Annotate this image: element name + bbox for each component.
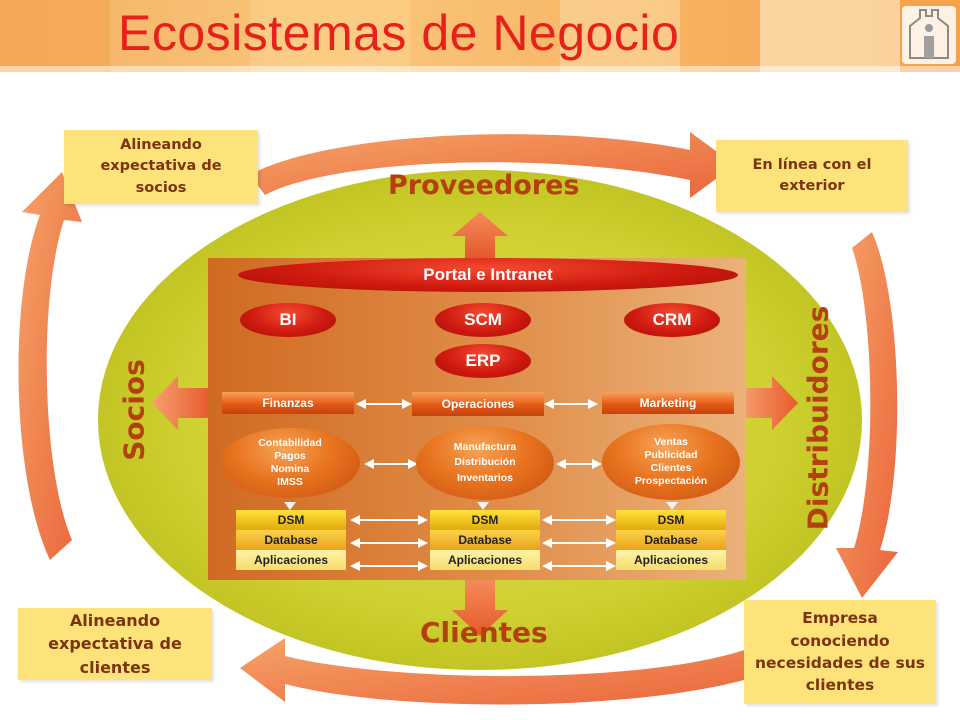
system-bi: BI (240, 303, 336, 337)
note-bottom-left-line-1: Alineando (69, 611, 161, 631)
label-distribuidores: Distribuidores (801, 305, 835, 531)
note-top-right-line-1: En línea con el (752, 156, 872, 173)
process-marketing: Ventas Publicidad Clientes Prospectación (602, 424, 740, 500)
dept-operaciones: Operaciones (412, 392, 544, 416)
process-finanzas-item: Pagos (274, 449, 306, 462)
note-bottom-right-line-4: clientes (805, 676, 875, 695)
process-marketing-item: Publicidad (644, 448, 698, 461)
header-band (0, 0, 960, 72)
arrow-up-proveedores (452, 212, 508, 258)
stack-database: Database (616, 530, 726, 550)
note-top-right: En línea con el exterior (716, 140, 908, 212)
stack-aplicaciones: Aplicaciones (430, 550, 540, 570)
connectors (350, 399, 616, 571)
system-scm: SCM (435, 303, 531, 337)
note-bottom-left-line-3: clientes (79, 657, 151, 677)
stack-dsm: DSM (236, 510, 346, 530)
note-bottom-right-line-2: conociendo (790, 631, 890, 650)
note-bottom-left-line-2: expectativa de (48, 634, 182, 654)
process-finanzas-item: Nomina (270, 463, 310, 475)
note-bottom-left: Alineando expectativa de clientes (18, 608, 212, 680)
note-top-right-line-2: exterior (779, 178, 845, 194)
process-operaciones-item: Manufactura (453, 441, 517, 454)
stack-database: Database (430, 530, 540, 550)
system-erp: ERP (435, 344, 531, 378)
stack-marketing: DSM Database Aplicaciones (616, 510, 726, 570)
process-marketing-item: Prospectación (634, 475, 708, 488)
outward-arrows (152, 212, 798, 636)
cycle-arrows (18, 132, 898, 705)
label-proveedores: Proveedores (388, 170, 580, 201)
process-finanzas: Contabilidad Pagos Nomina IMSS (220, 428, 360, 498)
dept-marketing: Marketing (602, 392, 734, 414)
institution-logo (902, 6, 956, 64)
arrow-left-socios (152, 376, 210, 430)
stack-database: Database (236, 530, 346, 550)
portal-intranet: Portal e Intranet (238, 258, 738, 292)
stack-dsm: DSM (430, 510, 540, 530)
stack-aplicaciones: Aplicaciones (616, 550, 726, 570)
dept-finanzas: Finanzas (222, 392, 354, 414)
note-top-left-line-3: socios (135, 179, 187, 196)
stack-aplicaciones: Aplicaciones (236, 550, 346, 570)
note-top-left-line-1: Alineando (120, 137, 202, 154)
stack-operaciones: DSM Database Aplicaciones (430, 510, 540, 570)
stack-dsm: DSM (616, 510, 726, 530)
process-finanzas-item: Contabilidad (258, 436, 322, 449)
note-bottom-right-line-3: necesidades de sus (754, 654, 926, 672)
stack-finanzas: DSM Database Aplicaciones (236, 510, 346, 570)
arrow-down-clientes (452, 580, 508, 636)
page-title: Ecosistemas de Negocio (118, 5, 680, 61)
process-marketing-item: Ventas (654, 435, 688, 448)
system-crm: CRM (624, 303, 720, 337)
process-operaciones: Manufactura Distribución Inventarios (416, 426, 554, 500)
process-pointers (284, 502, 678, 510)
label-clientes: Clientes (420, 616, 548, 649)
note-bottom-right: Empresa conociendo necesidades de sus cl… (744, 600, 936, 704)
note-top-left: Alineando expectativa de socios (64, 130, 258, 204)
process-finanzas-item: IMSS (277, 476, 303, 489)
process-operaciones-item: Distribución (454, 456, 516, 469)
label-socios: Socios (117, 359, 151, 461)
note-top-left-line-2: expectativa de (100, 158, 222, 175)
process-operaciones-item: Inventarios (456, 471, 514, 484)
arrow-right-distribuidores (740, 376, 798, 430)
note-bottom-right-line-1: Empresa (802, 609, 878, 628)
process-marketing-item: Clientes (650, 462, 692, 474)
